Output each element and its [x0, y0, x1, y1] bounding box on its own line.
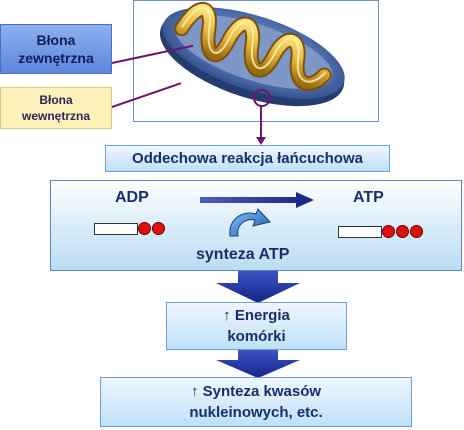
outer-membrane-label: Błona zewnętrzna: [0, 24, 112, 74]
atp-phosphate-1: [382, 225, 395, 238]
atp-phosphate-2: [396, 225, 409, 238]
cycle-arrow-icon: [229, 208, 271, 237]
nucleic-acid-line2: nukleinowych, etc.: [189, 404, 323, 421]
mitochondrion-illustration: [159, 1, 345, 107]
inner-membrane-label-line1: Błona: [39, 93, 73, 107]
nucleic-acid-synthesis-box: ↑ Synteza kwasów nukleinowych, etc.: [100, 377, 412, 427]
adp-to-atp-arrow: [200, 192, 314, 208]
inner-membrane-label: Błona wewnętrzna: [0, 87, 112, 129]
outer-membrane-label-line1: Błona: [36, 32, 76, 48]
adp-molecule-body: [94, 223, 138, 235]
adp-phosphate-1: [138, 222, 151, 235]
respiratory-chain-text: Oddechowa reakcja łańcuchowa: [132, 150, 363, 167]
atp-synthesis-caption: synteza ATP: [196, 246, 290, 263]
atp-phosphate-3: [410, 225, 423, 238]
atp-label: ATP: [353, 189, 384, 206]
adp-label: ADP: [115, 189, 149, 206]
cell-energy-line1: ↑ Energia: [223, 307, 290, 324]
respiratory-chain-box: Oddechowa reakcja łańcuchowa: [105, 145, 390, 172]
down-arrow-1: [216, 271, 300, 303]
adp-phosphate-2: [152, 222, 165, 235]
cell-energy-box: ↑ Energia komórki: [166, 302, 347, 350]
down-pointer-arrow: [256, 105, 266, 145]
atp-molecule-body: [338, 226, 382, 238]
down-arrow-2: [216, 350, 300, 378]
cell-energy-line2: komórki: [227, 328, 286, 345]
outer-membrane-label-line2: zewnętrzna: [18, 50, 94, 66]
inner-membrane-label-line2: wewnętrzna: [21, 109, 90, 123]
cristae-highlight: [181, 6, 326, 83]
nucleic-acid-line1: ↑ Synteza kwasów: [190, 383, 322, 400]
